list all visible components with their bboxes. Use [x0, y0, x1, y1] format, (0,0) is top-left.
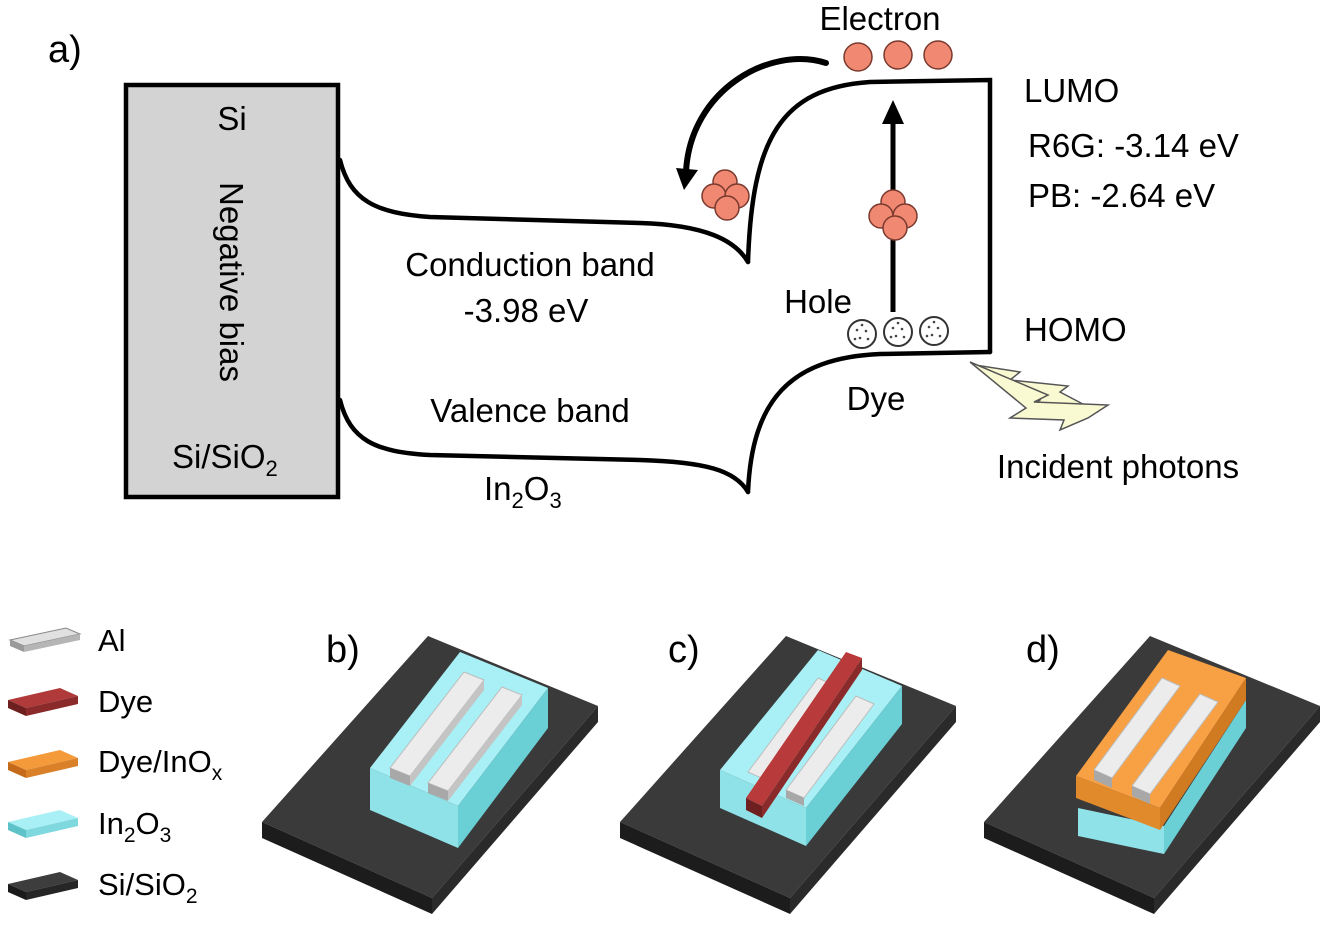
- device-d-al-electrode-left-front: [1094, 770, 1112, 788]
- device-b-in2o3-front: [370, 768, 458, 848]
- device-c-dye-strip-side: [762, 658, 862, 818]
- device-c-al-electrode-right: [785, 695, 875, 799]
- lumo-electrons: [843, 40, 953, 72]
- lumo-value-pb: PB: -2.64 eV: [1028, 177, 1215, 214]
- si-sio2-swatch-side-icon: [8, 884, 26, 900]
- electron-particle: [882, 215, 908, 241]
- dye-swatch-side-icon: [8, 700, 26, 716]
- panel-a: a) Si Negative bias Si/SiO2 Conduction b…: [48, 0, 1239, 513]
- conduction-band-curve: [337, 157, 751, 265]
- dye-inox-swatch-side-icon: [8, 762, 26, 778]
- hole-particle: [919, 316, 949, 346]
- lumo-value-r6g: R6G: -3.14 eV: [1028, 127, 1239, 164]
- hole-particle: [847, 319, 877, 349]
- incident-photons-label: Incident photons: [997, 448, 1239, 485]
- electron-transfer-arrowhead-icon: [676, 168, 698, 190]
- device-d-al-electrode-right-front: [1132, 786, 1150, 804]
- dye-swatch-front-icon: [26, 696, 78, 716]
- valence-band-curve: [337, 397, 751, 495]
- device-d-dye-inox-front: [1076, 776, 1160, 830]
- electron-transfer-arrow: [683, 56, 829, 175]
- device-b-al-electrode-right-front: [428, 783, 448, 801]
- electron-particle: [714, 195, 740, 221]
- legend-item-al: Al: [8, 623, 126, 658]
- negative-bias-label: Negative bias: [213, 182, 250, 382]
- electron-particle: [923, 40, 953, 70]
- device-d-substrate-side: [1154, 706, 1320, 914]
- dye-inox-swatch-front-icon: [26, 758, 78, 778]
- lumo-label: LUMO: [1024, 72, 1119, 109]
- panel-b-label: b): [326, 629, 360, 671]
- homo-holes: [847, 316, 949, 349]
- device-d-in2o3-front: [1078, 808, 1164, 854]
- legend-label-dye: Dye: [98, 684, 153, 719]
- si-label: Si: [217, 100, 246, 137]
- in2o3-swatch-front-icon: [26, 818, 78, 838]
- si-sio2-swatch-icon: [8, 872, 78, 892]
- al-swatch-side-icon: [10, 640, 24, 652]
- legend-label-al: Al: [98, 623, 126, 658]
- dye-lumo-curve: [745, 77, 993, 355]
- transferred-electron-cluster: [701, 169, 750, 221]
- in2o3-label: In2O3: [484, 470, 562, 513]
- legend-label-dye-inox: Dye/InOx: [98, 744, 223, 785]
- al-swatch-front-icon: [24, 634, 80, 652]
- hole-particle: [883, 317, 913, 347]
- panel-a-label: a): [48, 29, 82, 71]
- device-d: d): [984, 629, 1320, 914]
- si-sio2-label: Si/SiO2: [172, 438, 278, 481]
- device-c-dye-strip-front: [746, 798, 762, 818]
- electron-particle: [883, 40, 913, 70]
- device-c-dye-strip: [746, 652, 862, 806]
- dye-homo-curve: [745, 349, 993, 495]
- device-b-substrate-side: [432, 706, 598, 914]
- legend-item-si-sio2: Si/SiO2: [8, 867, 198, 908]
- device-d-al-electrode-right: [1131, 693, 1219, 795]
- device-c-al-electrode-right-front: [786, 790, 804, 806]
- photon-bolt-highlight-icon: [969, 361, 1111, 432]
- device-b-al-electrode-left-side: [410, 680, 484, 786]
- panel-d-label: d): [1026, 629, 1060, 671]
- hole-label: Hole: [784, 283, 852, 320]
- si-sio2-swatch-front-icon: [26, 880, 78, 900]
- conduction-band-energy: -3.98 eV: [464, 292, 589, 329]
- device-b-substrate-front: [262, 822, 432, 914]
- electron-particle: [843, 42, 873, 72]
- electron-label: Electron: [819, 0, 940, 37]
- legend-label-in2o3: In2O3: [98, 806, 171, 847]
- legend-item-in2o3: In2O3: [8, 806, 171, 847]
- excited-electron-cluster: [868, 189, 918, 241]
- device-b: b): [262, 629, 598, 914]
- dye-label: Dye: [847, 380, 906, 417]
- device-c: c): [620, 629, 956, 914]
- device-d-al-electrode-left: [1093, 677, 1181, 779]
- dye-inox-swatch-icon: [8, 750, 78, 770]
- legend: Al Dye Dye/InOx In2O3 Si/SiO2: [8, 623, 223, 908]
- device-d-dye-inox-side: [1160, 678, 1246, 830]
- panel-c-label: c): [668, 629, 700, 671]
- excitation-arrowhead-icon: [882, 100, 904, 124]
- dye-swatch-icon: [8, 688, 78, 708]
- conduction-band-label: Conduction band: [405, 246, 655, 283]
- si-gate-box: [123, 82, 341, 500]
- device-b-al-electrode-right-side: [448, 695, 522, 801]
- device-c-substrate-front: [620, 822, 790, 914]
- legend-label-si-sio2: Si/SiO2: [98, 867, 198, 908]
- device-c-substrate-side: [790, 706, 956, 914]
- in2o3-swatch-side-icon: [8, 822, 26, 838]
- device-b-al-electrode-left-front: [390, 768, 410, 786]
- homo-label: HOMO: [1024, 311, 1127, 348]
- in2o3-swatch-icon: [8, 810, 78, 830]
- device-c-in2o3-side: [806, 686, 902, 846]
- valence-band-label: Valence band: [430, 392, 629, 429]
- legend-item-dye-inox: Dye/InOx: [8, 744, 223, 785]
- device-d-substrate-front: [984, 822, 1154, 914]
- device-d-in2o3-side: [1164, 700, 1246, 854]
- legend-item-dye: Dye: [8, 684, 153, 719]
- device-b-in2o3-side: [458, 688, 548, 848]
